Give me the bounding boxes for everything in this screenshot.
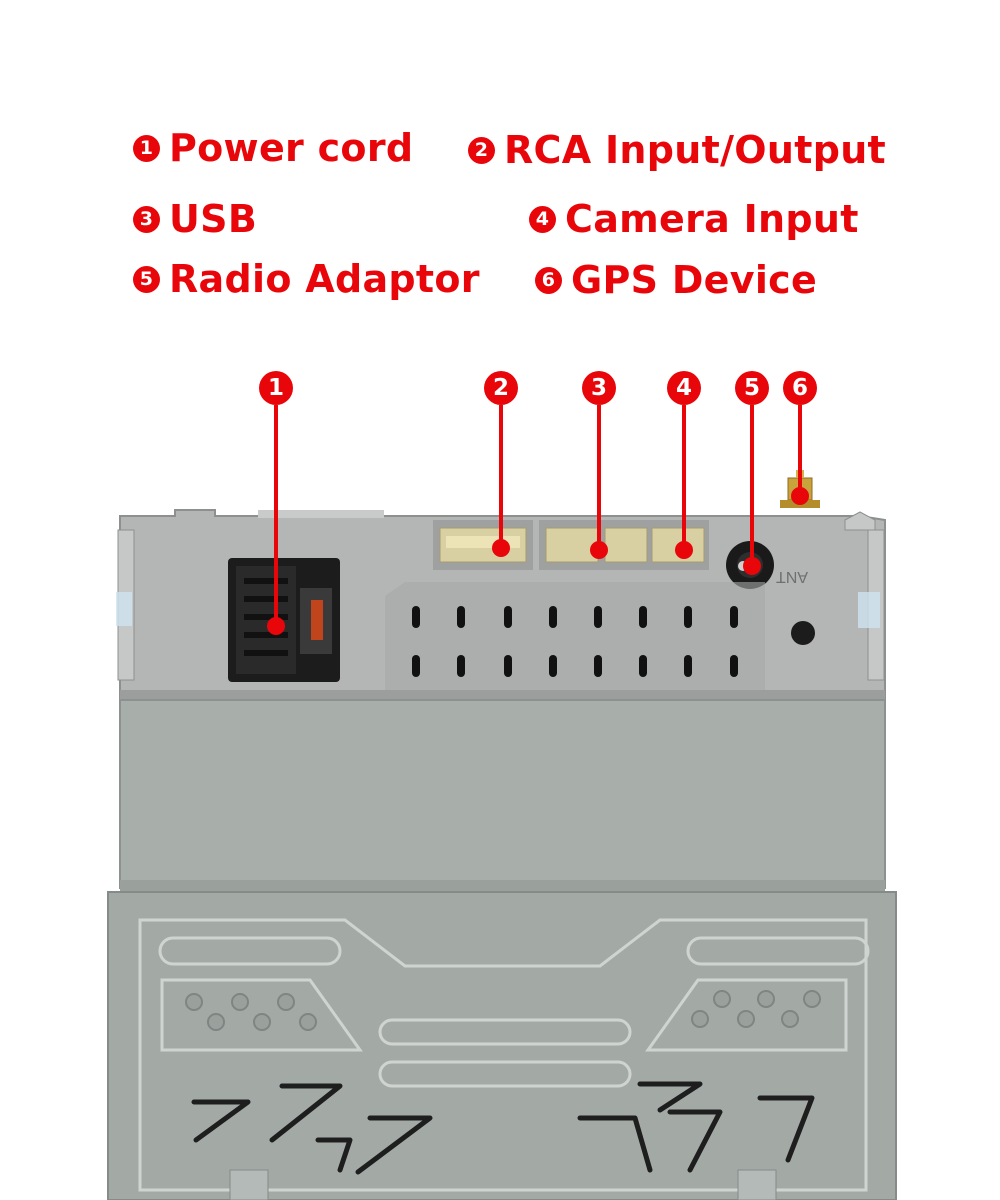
callout-badge-2: 2	[484, 371, 518, 405]
callout-badge-6: 6	[783, 371, 817, 405]
mounting-cage	[107, 891, 897, 1200]
legend-number-badge: 2	[468, 136, 495, 164]
callout-badge-3: 3	[582, 371, 616, 405]
rca-connector	[433, 520, 533, 570]
callout-badge-4: 4	[667, 371, 701, 405]
legend-item-usb: 3 USB	[133, 197, 257, 241]
callout-badge-5: 5	[735, 371, 769, 405]
legend-item-gps: 6 GPS Device	[535, 258, 817, 302]
vent-grille	[385, 582, 765, 690]
legend-number-badge: 5	[133, 265, 160, 293]
legend-number-badge: 4	[529, 205, 556, 233]
legend-number-badge: 1	[133, 134, 160, 162]
legend-label: RCA Input/Output	[504, 128, 887, 172]
mounting-hole	[791, 621, 815, 645]
legend-label: Camera Input	[565, 197, 859, 241]
legend-item-radio: 5 Radio Adaptor	[133, 257, 480, 301]
legend-label: GPS Device	[571, 258, 818, 302]
legend-label: Radio Adaptor	[169, 257, 480, 301]
power-connector	[228, 558, 340, 682]
legend-item-power-cord: 1 Power cord	[133, 126, 413, 170]
legend-item-camera: 4 Camera Input	[529, 197, 859, 241]
chassis-body	[119, 699, 886, 892]
callout-lines	[267, 405, 809, 635]
legend-item-rca: 2 RCA Input/Output	[468, 128, 886, 172]
antenna-label: ANT	[776, 568, 808, 585]
callout-badge-1: 1	[259, 371, 293, 405]
legend-number-badge: 6	[535, 266, 562, 294]
legend-number-badge: 3	[133, 205, 160, 233]
legend-label: Power cord	[169, 126, 414, 170]
legend-label: USB	[169, 197, 258, 241]
